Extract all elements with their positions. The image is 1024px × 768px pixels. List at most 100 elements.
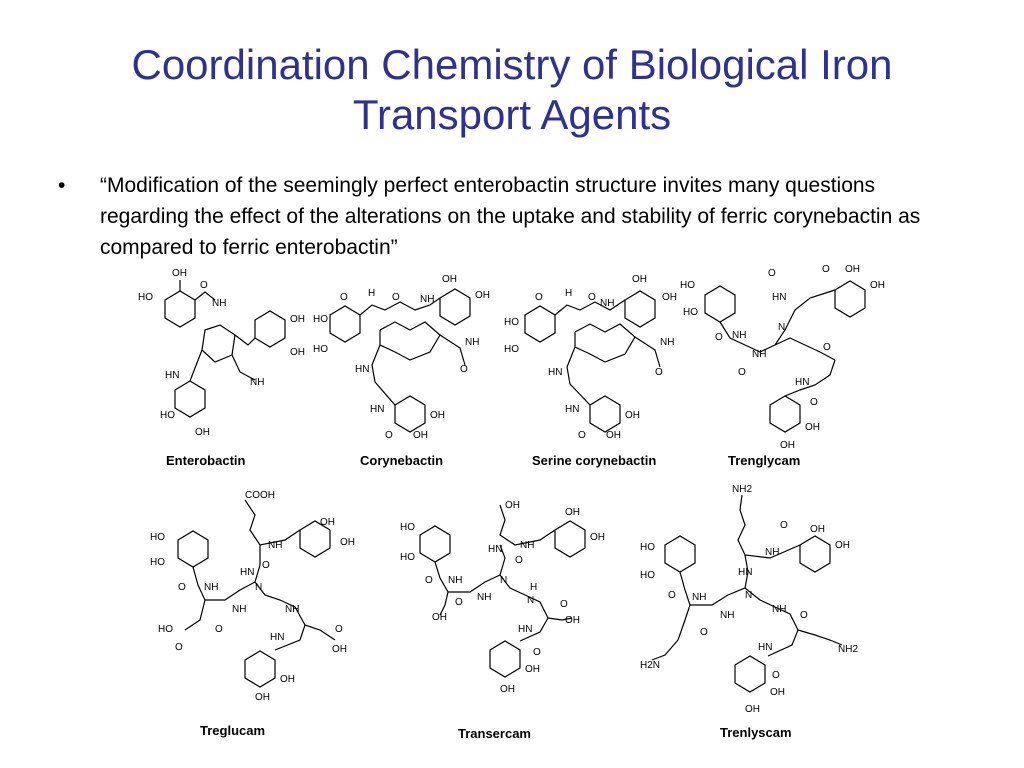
atom-label: NH <box>212 298 226 309</box>
slide-title-line-1: Coordination Chemistry of Biological Iro… <box>131 41 893 88</box>
atom-label: OH <box>195 427 210 438</box>
trenlyscam-structure: NH2 OH OH NH O HN HO HO O NH N NH NH O O… <box>640 484 858 740</box>
quote-bullet: • “Modification of the seemingly perfect… <box>58 170 958 263</box>
atom-label: O <box>655 367 663 378</box>
atom-label: NH <box>448 575 462 586</box>
atom-label: NH <box>752 349 766 360</box>
atom-label: HO <box>504 344 519 355</box>
atom-label: NH <box>477 592 491 603</box>
quote-text: “Modification of the seemingly perfect e… <box>100 174 921 259</box>
caption-treglucam: Treglucam <box>200 723 265 738</box>
atom-label: HO <box>313 344 328 355</box>
atom-label: OH <box>632 274 647 285</box>
atom-label: O <box>200 280 208 291</box>
atom-label: O <box>262 560 270 571</box>
atom-label: OH <box>590 532 605 543</box>
atom-label: OH <box>172 268 187 279</box>
atom-label: HN <box>488 544 502 555</box>
atom-label: HN <box>758 642 772 653</box>
atom-label: O <box>715 332 723 343</box>
atom-label: NH <box>420 294 434 305</box>
corynebactin-structure: O H O NH OH OH HO HO NH HN O HN OH O OH … <box>313 274 490 468</box>
atom-label: NH <box>465 337 479 348</box>
atom-label: HO <box>150 532 165 543</box>
atom-label: N <box>500 575 507 586</box>
atom-label: NH <box>660 337 674 348</box>
atom-label: O <box>460 364 468 375</box>
atom-label: HO <box>158 624 173 635</box>
atom-label: O <box>578 430 586 441</box>
atom-label: OH <box>442 274 457 285</box>
trenglycam-structure: O O OH OH HO HO HN O NH N NH O O HN O OH… <box>680 264 885 468</box>
atom-label: NH <box>204 582 218 593</box>
atom-label: H2N <box>640 660 660 671</box>
atom-label: NH <box>268 540 282 551</box>
atom-label: OH <box>565 615 580 626</box>
atom-label: HN <box>165 370 179 381</box>
atom-label: OH <box>565 507 580 518</box>
atom-label: OH <box>280 674 295 685</box>
atom-label: O <box>533 647 541 658</box>
atom-label: H <box>565 288 572 299</box>
slide-title-line-2: Transport Agents <box>352 91 672 138</box>
atom-label: NH <box>720 610 734 621</box>
atom-label: O <box>768 268 776 279</box>
atom-label: O <box>668 590 676 601</box>
atom-label: OH <box>255 692 270 703</box>
atom-label: OH <box>870 280 885 291</box>
atom-label: O <box>535 292 543 303</box>
treglucam-structure: COOH OH OH NH O HN HO HO O NH N NH NH HO… <box>150 490 355 738</box>
atom-label: HO <box>138 292 153 303</box>
atom-label: N <box>527 595 534 606</box>
serine-corynebactin-structure: O H O NH OH OH HO HO NH HN O HN OH O OH … <box>504 274 677 468</box>
atom-label: OH <box>745 704 760 715</box>
atom-label: OH <box>475 290 490 301</box>
atom-label: N <box>255 582 262 593</box>
atom-label: HO <box>400 522 415 533</box>
atom-label: HO <box>640 542 655 553</box>
slide-title: Coordination Chemistry of Biological Iro… <box>0 40 1024 140</box>
atom-label: HN <box>738 567 752 578</box>
atom-label: HN <box>565 404 579 415</box>
atom-label: O <box>810 397 818 408</box>
atom-label: NH <box>732 330 746 341</box>
atom-label: O <box>175 642 183 653</box>
atom-label: HO <box>683 307 698 318</box>
atom-label: COOH <box>245 490 275 501</box>
atom-label: OH <box>780 440 795 451</box>
atom-label: OH <box>810 524 825 535</box>
atom-label: OH <box>606 430 621 441</box>
transercam-structure: OH OH OH NH O HN HO HO O NH N NH H N O O… <box>400 500 605 741</box>
atom-label: N <box>778 322 785 333</box>
atom-label: O <box>772 670 780 681</box>
atom-label: O <box>425 575 433 586</box>
atom-label: O <box>738 367 746 378</box>
caption-enterobactin: Enterobactin <box>166 453 246 468</box>
atom-label: HN <box>518 624 532 635</box>
atom-label: OH <box>662 292 677 303</box>
atom-label: H <box>368 288 375 299</box>
atom-label: O <box>215 624 223 635</box>
atom-label: NH <box>250 377 264 388</box>
atom-label: O <box>455 597 463 608</box>
atom-label: HN <box>772 292 786 303</box>
atom-label: HN <box>548 367 562 378</box>
atom-label: OH <box>845 264 860 275</box>
atom-label: O <box>340 292 348 303</box>
atom-label: NH2 <box>732 484 752 495</box>
caption-trenglycam: Trenglycam <box>728 453 800 468</box>
atom-label: HN <box>355 364 369 375</box>
caption-serine-corynebactin: Serine corynebactin <box>532 453 656 468</box>
atom-label: OH <box>770 687 785 698</box>
atom-label: OH <box>525 664 540 675</box>
atom-label: NH <box>285 604 299 615</box>
caption-transercam: Transercam <box>458 726 531 741</box>
atom-label: NH <box>600 298 614 309</box>
atom-label: HO <box>313 314 328 325</box>
atom-label: OH <box>835 540 850 551</box>
atom-label: O <box>515 555 523 566</box>
atom-label: O <box>385 430 393 441</box>
atom-label: OH <box>505 500 520 511</box>
atom-label: O <box>780 520 788 531</box>
